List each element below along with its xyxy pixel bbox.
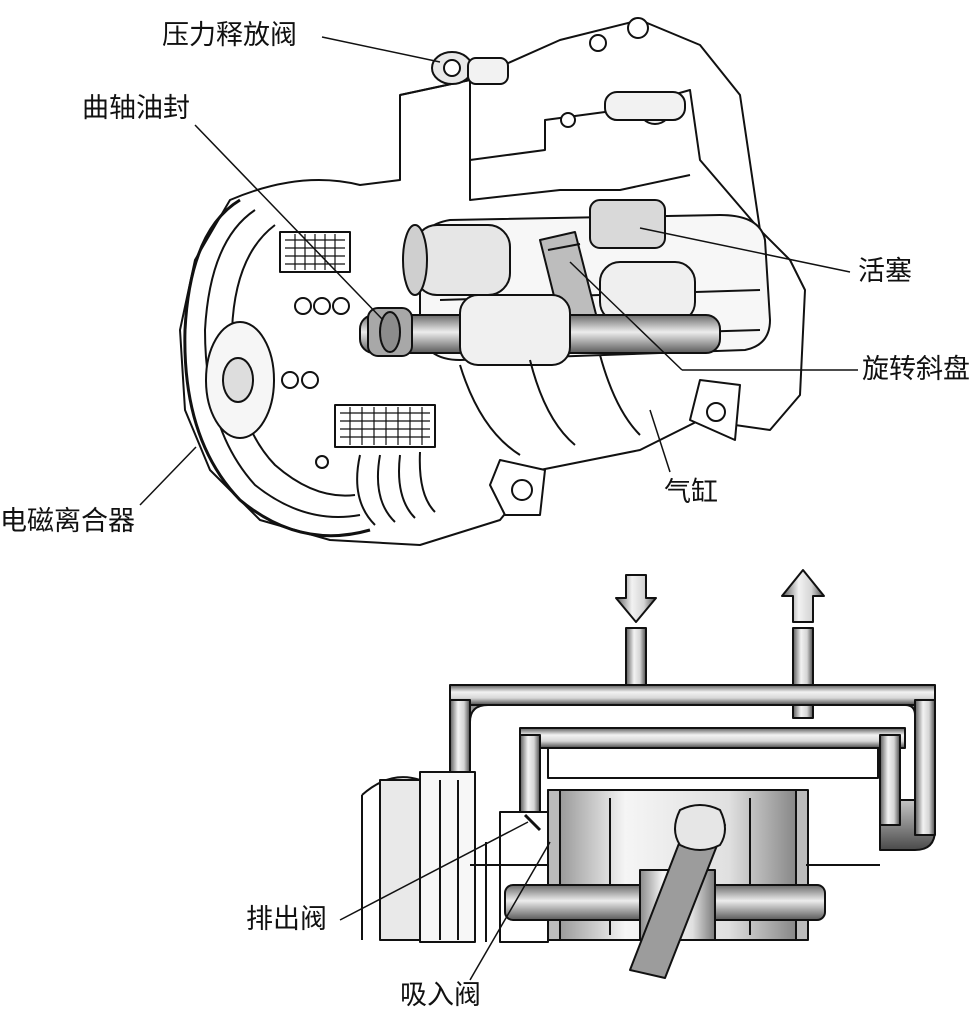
label-crankshaft-oil-seal: 曲轴油封	[82, 93, 190, 124]
label-cylinder: 气缸	[664, 477, 718, 508]
suction-inlet-arrow-icon	[615, 574, 657, 689]
label-suction-valve: 吸入阀	[400, 980, 481, 1011]
piston-part	[402, 199, 696, 323]
cross-section-schematic	[361, 569, 936, 979]
label-pressure-relief-valve: 压力释放阀	[162, 20, 297, 51]
leader-lines-bottom	[339, 821, 551, 981]
electromagnetic-clutch-part	[183, 198, 436, 538]
label-electromagnetic-clutch: 电磁离合器	[0, 506, 135, 537]
label-discharge-valve: 排出阀	[246, 904, 327, 935]
compressor-cutaway	[179, 17, 806, 546]
leader-lines-top	[139, 36, 858, 506]
pressure-relief-valve-part	[431, 51, 509, 85]
clutch-pulley-section	[361, 771, 476, 943]
main-shaft	[359, 294, 721, 366]
crankshaft-oil-seal-part	[367, 307, 413, 357]
label-piston: 活塞	[858, 256, 912, 287]
label-rotating-swashplate: 旋转斜盘	[862, 354, 970, 385]
